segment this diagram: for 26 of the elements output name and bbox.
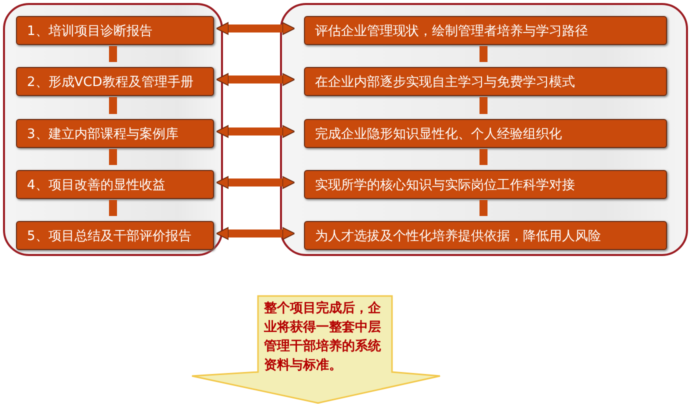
step-box: 实现所学的核心知识与实际岗位工作科学对接 xyxy=(304,170,667,199)
step-box: 4、项目改善的显性收益 xyxy=(16,170,214,199)
panel xyxy=(3,3,223,256)
step-box: 为人才选拔及个性化培养提供依据，降低用人风险 xyxy=(304,221,667,250)
step-box: 完成企业隐形知识显性化、个人经验组织化 xyxy=(304,119,667,148)
step-box: 3、建立内部课程与案例库 xyxy=(16,119,214,148)
connector xyxy=(480,97,488,114)
panel xyxy=(280,3,688,256)
step-box: 在企业内部逐步实现自主学习与免费学习模式 xyxy=(304,67,667,96)
step-box: 5、项目总结及干部评价报告 xyxy=(16,221,214,250)
connector xyxy=(109,97,117,114)
connector xyxy=(109,200,117,216)
connector xyxy=(109,149,117,165)
double-arrow xyxy=(216,22,296,35)
step-box: 2、形成VCD教程及管理手册 xyxy=(16,67,214,96)
connector xyxy=(480,46,488,62)
double-arrow xyxy=(216,125,296,138)
connector xyxy=(109,46,117,62)
connector xyxy=(480,149,488,165)
double-arrow xyxy=(216,227,296,240)
note-text: 整个项目完成后，企业将获得一整套中层管理干部培养的系统资料与标准。 xyxy=(258,296,392,376)
double-arrow xyxy=(216,176,296,189)
connector xyxy=(480,200,488,216)
step-box: 1、培训项目诊断报告 xyxy=(16,16,214,45)
double-arrow xyxy=(216,73,296,86)
step-box: 评估企业管理现状，绘制管理者培养与学习路径 xyxy=(304,16,667,45)
